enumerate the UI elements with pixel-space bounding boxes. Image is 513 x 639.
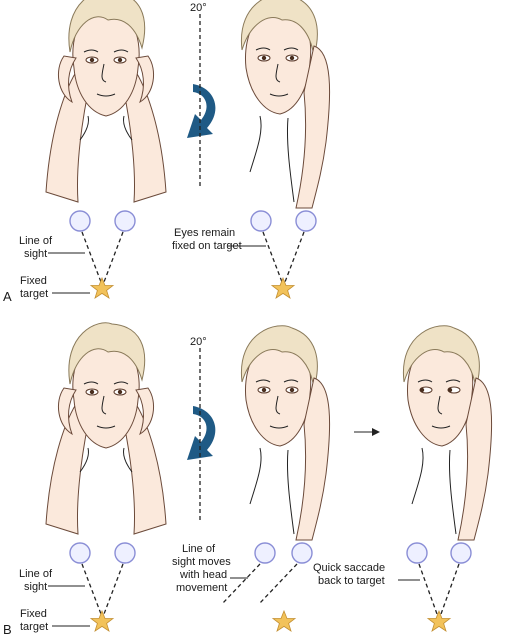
target-star-b2	[272, 610, 296, 632]
sight-moves-label: Line of sight moves with head movement	[172, 543, 234, 594]
sight-line-b1l	[81, 563, 102, 615]
angle-label-b: 20°	[190, 336, 207, 348]
fixed-target-star-a2	[271, 277, 295, 299]
eye-right-b3	[450, 542, 472, 564]
rotation-arrow-b	[187, 406, 216, 460]
sight-line-b1r	[103, 563, 124, 615]
angle-label-a: 20°	[190, 2, 207, 14]
eye-right-b2	[291, 542, 313, 564]
fixed-target-star-a1	[90, 277, 114, 299]
sight-line-b2r	[258, 563, 298, 605]
sight-line-a1r	[103, 231, 124, 283]
eye-left-a1	[69, 210, 91, 232]
sight-line-a1l	[81, 231, 102, 283]
panel-label-b: B	[3, 622, 12, 637]
sight-line-b3l	[418, 563, 438, 615]
transition-arrow	[354, 428, 380, 436]
rotation-arrow-a	[187, 84, 216, 138]
face-saccade-b	[402, 325, 493, 541]
face-front-b	[45, 322, 167, 535]
sight-line-a2r	[284, 231, 305, 283]
fixed-target-label-b: Fixed target	[20, 608, 50, 633]
target-star-b3	[427, 610, 451, 632]
line-of-sight-label-b: Line of sight	[19, 568, 55, 593]
panel-label-a: A	[3, 289, 12, 304]
face-turned-b	[240, 325, 331, 541]
eye-right-b1	[114, 542, 136, 564]
eye-right-a1	[114, 210, 136, 232]
panel-a: 20° Line of sight Fixed target A	[3, 0, 331, 304]
eyes-remain-fixed-label: Eyes remain fixed on target	[172, 227, 242, 252]
sight-line-a2l	[262, 231, 283, 283]
face-front-a	[45, 0, 167, 203]
face-turned-a	[240, 0, 331, 209]
eye-left-b1	[69, 542, 91, 564]
line-of-sight-label-a: Line of sight	[19, 235, 55, 260]
fixed-target-label-a: Fixed target	[20, 275, 50, 300]
eye-left-b3	[406, 542, 428, 564]
panel-b: 20° Line of sight Fixed target B	[3, 322, 493, 637]
fixed-target-star-b1	[90, 610, 114, 632]
saccade-label: Quick saccade back to target	[313, 562, 388, 587]
sight-line-b3r	[440, 563, 460, 615]
eye-right-a2	[295, 210, 317, 232]
sight-line-b2l	[221, 563, 261, 605]
eye-left-a2	[250, 210, 272, 232]
eye-left-b2	[254, 542, 276, 564]
